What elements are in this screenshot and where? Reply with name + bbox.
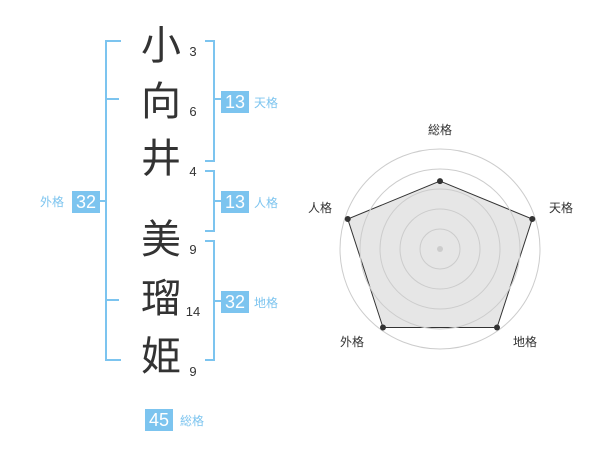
gaikaku-divider-tick [105, 98, 119, 100]
gaikaku-bracket [105, 40, 121, 361]
soukaku-value: 45 [145, 409, 174, 431]
jinkaku-value: 13 [221, 191, 250, 213]
tenkaku-bracket [205, 40, 215, 162]
radar-point-1 [437, 178, 443, 185]
stroke-count-2: 6 [189, 104, 197, 119]
radar-ring [359, 168, 521, 330]
radar-axis-label-2: 天格 [549, 200, 573, 215]
radar-data-polygon [347, 180, 533, 328]
radar-ring [419, 228, 461, 270]
stroke-count-1: 3 [189, 44, 197, 59]
name-char-4: 美 [141, 217, 181, 263]
name-char-3: 井 [141, 136, 181, 182]
chikaku-value: 32 [221, 291, 250, 313]
chikaku-bracket-tick [213, 300, 221, 302]
tenkaku-label: 天格 [254, 96, 279, 110]
gaikaku-bracket-tick [98, 200, 106, 202]
stroke-count-4: 9 [189, 242, 197, 257]
gaikaku-divider-tick [105, 299, 119, 301]
radar-axis-label-4: 外格 [340, 334, 364, 349]
radar-point-5 [344, 216, 351, 223]
radar-axis-label-5: 人格 [308, 200, 332, 215]
radar-point-4 [379, 324, 386, 331]
radar-point-2 [529, 216, 536, 223]
chikaku-label: 地格 [254, 296, 279, 310]
stroke-count-3: 4 [189, 164, 197, 179]
jinkaku-bracket-tick [213, 200, 221, 202]
tenkaku-value: 13 [221, 91, 250, 113]
jinkaku-label: 人格 [254, 196, 279, 210]
soukaku-label: 総格 [180, 414, 205, 428]
stroke-count-5: 14 [185, 304, 201, 319]
name-char-5: 瑠 [141, 276, 181, 322]
radar-axis-label-1: 総格 [428, 122, 452, 137]
radar-point-3 [494, 324, 501, 331]
name-char-6: 姫 [141, 334, 181, 380]
tenkaku-bracket-tick [213, 98, 221, 100]
radar-center-dot [437, 246, 443, 252]
stroke-count-6: 9 [189, 364, 197, 379]
radar-ring [399, 208, 481, 290]
gaikaku-label: 外格 [40, 195, 65, 209]
name-char-2: 向 [141, 79, 181, 125]
radar-axis-label-3: 地格 [513, 334, 537, 349]
name-char-1: 小 [141, 23, 181, 69]
radar-ring [379, 188, 501, 310]
gaikaku-value: 32 [72, 191, 101, 213]
